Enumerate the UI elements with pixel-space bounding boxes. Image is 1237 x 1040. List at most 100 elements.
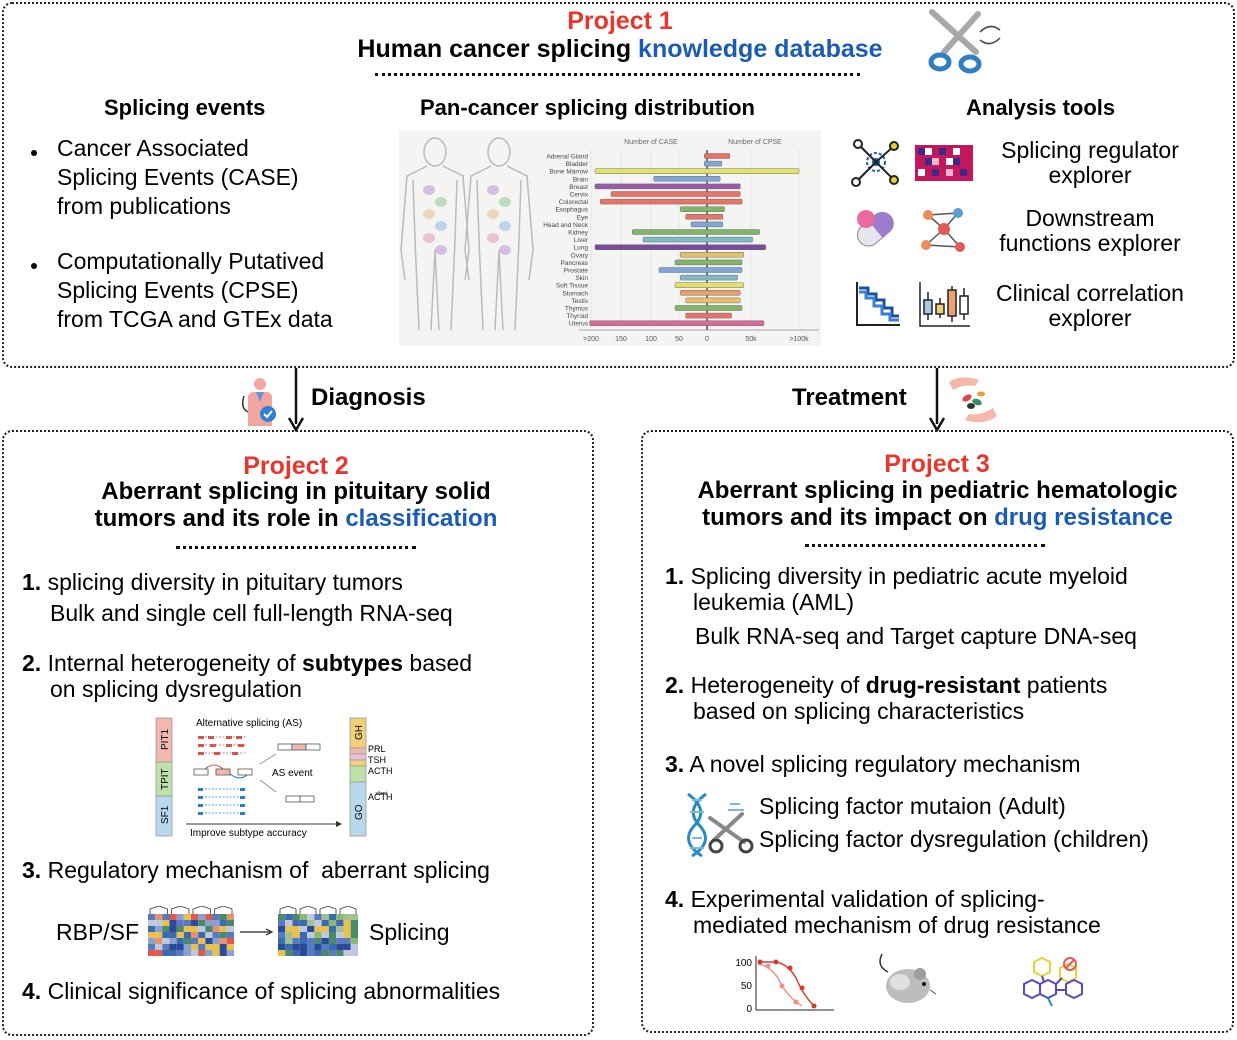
category-label: Brain bbox=[573, 176, 589, 183]
heatmap-cell bbox=[191, 926, 199, 932]
body-silhouette-right bbox=[464, 137, 534, 331]
left-tick-label: >200 bbox=[583, 336, 599, 343]
heatmap-cell bbox=[191, 944, 199, 950]
organ-mark bbox=[423, 233, 435, 243]
heatmap-cell bbox=[285, 920, 293, 926]
heatmap-cell bbox=[299, 938, 308, 944]
heatmap-cell bbox=[336, 950, 344, 956]
bar-colorectal bbox=[600, 198, 743, 205]
heatmap-cell bbox=[321, 938, 329, 944]
case-line1: Cancer Associated bbox=[57, 135, 249, 161]
heatmap-cell bbox=[226, 932, 234, 938]
p2-item3: 3. Regulatory mechanism of aberrant spli… bbox=[22, 856, 490, 885]
heatmap-cell bbox=[176, 920, 184, 926]
heatmap-cell bbox=[148, 920, 156, 926]
p2-item3-num: 3. bbox=[22, 857, 42, 883]
left-tick-label: 150 bbox=[615, 336, 627, 343]
cpse-axis-title: Number of CPSE bbox=[728, 139, 782, 146]
heatmap-cell bbox=[155, 950, 163, 956]
bar-kidney bbox=[632, 229, 760, 235]
heatmap-cell bbox=[191, 920, 199, 926]
bar-bladder bbox=[704, 160, 723, 167]
right-tick-label: >100k bbox=[789, 336, 809, 343]
as-event-label: AS event bbox=[272, 768, 313, 779]
category-label: Prostate bbox=[564, 268, 589, 275]
p3-item3: 3. A novel splicing regulatory mechanism bbox=[665, 750, 1081, 779]
heatmap-cell bbox=[343, 932, 351, 938]
category-label: Uterus bbox=[569, 321, 589, 328]
p2-item4: 4. Clinical significance of splicing abn… bbox=[22, 977, 500, 1006]
bar-soft-tissue bbox=[674, 282, 745, 288]
heatmap-cell bbox=[226, 914, 234, 920]
bar-testis bbox=[685, 297, 741, 304]
heatmap-cell bbox=[278, 944, 286, 950]
heatmap-cell bbox=[350, 926, 358, 932]
heatmap-cell bbox=[292, 932, 300, 938]
project2-label: Project 2 bbox=[243, 452, 349, 480]
p2-item1-num: 1. bbox=[22, 569, 42, 595]
heatmap-cell bbox=[176, 932, 184, 938]
heatmap-cell bbox=[176, 938, 184, 944]
doctor-icon bbox=[241, 378, 276, 426]
sf1-label: SF1 bbox=[160, 805, 171, 824]
bar-pancreas bbox=[674, 259, 743, 266]
p2-item3-text: Regulatory mechanism of aberrant splicin… bbox=[47, 857, 490, 883]
heatmap-cell bbox=[148, 914, 156, 920]
left-tick-label: 50 bbox=[675, 336, 683, 343]
cpse-line3: from TCGA and GTEx data bbox=[57, 306, 333, 332]
heatmap-cell bbox=[219, 950, 227, 956]
heatmap-cell bbox=[278, 920, 286, 926]
bar-head-and-neck bbox=[690, 221, 723, 228]
heatmap-cell bbox=[191, 914, 199, 920]
heatmap-cell bbox=[299, 920, 308, 926]
heatmap-cell bbox=[278, 938, 286, 944]
p3-item2: 2. Heterogeneity of drug-resistant patie… bbox=[665, 672, 1107, 724]
heatmap-cell bbox=[198, 920, 206, 926]
heatmap-cell bbox=[162, 926, 170, 932]
heatmap-cell bbox=[205, 932, 213, 938]
heatmap-cell bbox=[299, 932, 308, 938]
p3-item2-suffix: patients bbox=[1020, 672, 1108, 698]
project1-title-prefix: Human cancer splicing bbox=[357, 35, 639, 63]
heatmap-cell bbox=[285, 926, 293, 932]
heatmap-cell bbox=[155, 926, 163, 932]
heatmap-cell bbox=[307, 926, 315, 932]
splicing-regulator-explorer: Splicing regulator explorer bbox=[975, 138, 1205, 188]
right-arrow-icon bbox=[240, 928, 274, 936]
heatmap-cell bbox=[328, 932, 337, 938]
right-tick-label: 50k bbox=[745, 336, 757, 343]
category-label: Eye bbox=[577, 214, 589, 221]
heatmap-cell bbox=[328, 926, 337, 932]
analysis-tools-heading: Analysis tools bbox=[966, 95, 1116, 120]
cpse-line1: Computationally Putatived bbox=[57, 248, 325, 274]
project1-title: Human cancer splicing knowledge database bbox=[270, 36, 970, 63]
bar-lung bbox=[594, 244, 766, 250]
organ-mark bbox=[499, 221, 511, 231]
p2-item4-text: Clinical significance of splicing abnorm… bbox=[47, 978, 501, 1004]
case-bullet: Cancer Associated Splicing Events (CASE)… bbox=[57, 134, 299, 221]
heatmap-cell bbox=[278, 926, 286, 932]
bar-prostate bbox=[658, 267, 743, 273]
category-label: Head and Neck bbox=[543, 222, 589, 229]
heatmap-cell bbox=[219, 914, 227, 920]
left-tick-label: 0 bbox=[705, 336, 709, 343]
rbp-heatmap bbox=[148, 906, 234, 956]
bar-ovary bbox=[680, 252, 745, 258]
heatmap-cell bbox=[278, 932, 286, 938]
heatmap-cell bbox=[343, 914, 351, 920]
p2-item4-num: 4. bbox=[22, 978, 42, 1004]
heatmap-cell bbox=[162, 920, 170, 926]
organ-mark bbox=[499, 245, 511, 255]
project3-label: Project 3 bbox=[884, 450, 990, 478]
mouse-icon bbox=[879, 953, 937, 1003]
heatmap-cell bbox=[292, 920, 300, 926]
diagnosis-arrow bbox=[287, 368, 305, 432]
p3-item4-line1: Experimental validation of splicing- bbox=[690, 886, 1045, 912]
project2-title: Aberrant splicing in pituitary solid tum… bbox=[20, 478, 572, 532]
heatmap-cell bbox=[183, 944, 191, 950]
as-figure-title: Alternative splicing (AS) bbox=[196, 718, 302, 729]
splicing-label: Splicing bbox=[369, 919, 450, 945]
heatmap-cell bbox=[212, 950, 220, 956]
category-label: Adrenal Gland bbox=[546, 154, 588, 161]
